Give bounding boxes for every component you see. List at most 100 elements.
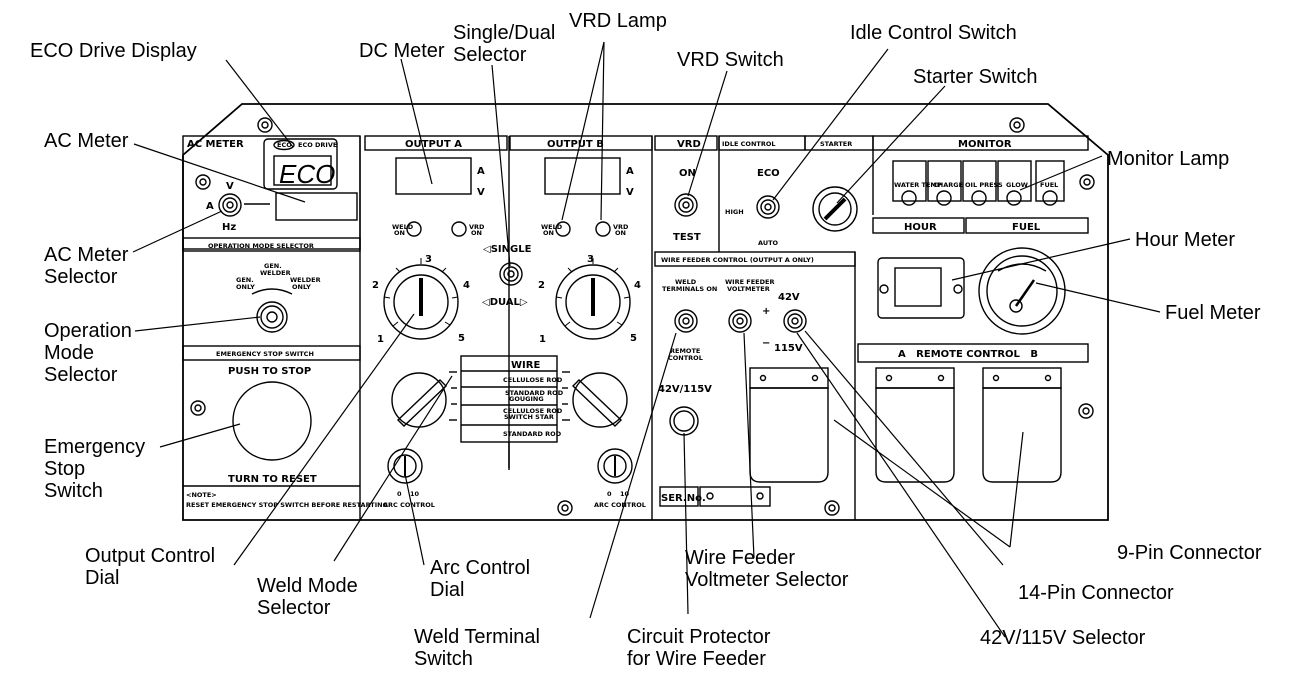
callout-starter-switch: Starter Switch — [913, 66, 1038, 88]
ser-no-box — [659, 486, 699, 507]
callout-single-dual-selector: Single/Dual Selector — [453, 22, 556, 66]
meter-a-unit-b: A — [626, 166, 634, 177]
note-title: <NOTE> — [186, 491, 217, 499]
vrd-on-lamp-a — [451, 221, 467, 237]
mode-cellulose-label: CELLULOSE ROD — [503, 376, 563, 384]
output-a-header: OUTPUT A — [405, 139, 462, 150]
mode-standard-label: STANDARD ROD — [503, 430, 562, 438]
callout-ac-meter: AC Meter — [44, 130, 129, 152]
nine-pin-connector-a — [875, 367, 955, 483]
gen-welder-label: GEN.WELDER — [260, 262, 291, 277]
fuel-meter — [978, 247, 1066, 335]
idle-high-label: HIGH — [725, 208, 744, 216]
eco-badge-label: ECO — [277, 141, 292, 149]
hour-header — [872, 217, 965, 234]
meter-a-unit-a: A — [477, 166, 485, 177]
weld-mode-table — [460, 355, 558, 468]
callout-operation-mode-selector: Operation Mode Selector — [44, 320, 132, 386]
arc-control-label-b: ARC CONTROL — [594, 501, 646, 509]
dial-b-4: 4 — [634, 280, 641, 291]
meter-v-unit-b: V — [626, 187, 634, 198]
mounting-screw-icon — [195, 174, 211, 190]
emergency-stop-button — [232, 381, 312, 461]
v115-label: 115V — [774, 343, 803, 354]
remote-control-header — [857, 343, 1089, 363]
output-control-dial-a — [383, 258, 459, 340]
fuel-header — [965, 217, 1089, 234]
emergency-stop-header: EMERGENCY STOP SWITCH — [216, 350, 314, 358]
vrd-switch-toggle — [674, 193, 698, 217]
callout-fuel-meter: Fuel Meter — [1165, 302, 1261, 324]
vrd-on-lamp-b — [595, 221, 611, 237]
arc-control-dial-a — [387, 448, 423, 484]
nine-pin-connector-b — [982, 367, 1062, 483]
callout-emergency-stop-switch: Emergency Stop Switch — [44, 436, 146, 502]
weld-mode-selector-b — [562, 371, 628, 428]
single-label: ◁SINGLE — [483, 244, 532, 255]
mounting-screw-icon — [824, 500, 840, 516]
dc-meter-a-window — [395, 157, 472, 195]
wire-feeder-header-label: WIRE FEEDER CONTROL (OUTPUT A ONLY) — [661, 256, 814, 264]
callout-fourteen-pin-connector: 14-Pin Connector — [1018, 582, 1174, 604]
fuel-header-label: FUEL — [1012, 222, 1041, 233]
callout-weld-terminal-switch: Weld Terminal Switch — [414, 626, 540, 670]
callout-42v-115v-selector: 42V/115V Selector — [980, 627, 1146, 649]
mounting-screw-icon — [1079, 174, 1095, 190]
ac-meter-selector-toggle — [218, 193, 242, 217]
vrd-on-label: ON — [679, 168, 696, 179]
ac-v-label: V — [226, 181, 234, 192]
mode-wire-label: WIRE — [511, 360, 540, 371]
callout-weld-mode-selector: Weld Mode Selector — [257, 575, 358, 619]
monitor-lamp-5-label: FUEL — [1040, 181, 1058, 189]
weld-terminals-toggle — [674, 309, 698, 333]
ac-meter-window — [275, 192, 358, 221]
leader-lines — [132, 41, 1161, 638]
vrd-test-label: TEST — [673, 232, 701, 243]
callout-wire-feeder-voltmeter-selector: Wire Feeder Voltmeter Selector — [685, 547, 849, 591]
meter-v-unit-a: V — [477, 187, 485, 198]
mounting-screw-icon — [1009, 117, 1025, 133]
callout-eco-drive-display: ECO Drive Display — [30, 40, 197, 62]
callout-vrd-lamp: VRD Lamp — [569, 10, 667, 32]
idle-auto-label: AUTO — [758, 239, 779, 247]
arc-a-10: 10 — [410, 490, 420, 498]
remote-ab-label: A REMOTE CONTROL B — [898, 349, 1038, 360]
monitor-header — [872, 135, 1089, 151]
gen-only-label: GEN.ONLY — [236, 276, 255, 291]
mounting-screw-icon — [257, 117, 273, 133]
weld-on-lamp-a — [406, 221, 422, 237]
vrd-header: VRD — [677, 139, 701, 150]
single-dual-toggle — [499, 262, 523, 286]
eco-drive-display — [263, 138, 338, 190]
callout-output-control-dial: Output Control Dial — [85, 545, 216, 589]
mounting-screw-icon — [557, 500, 573, 516]
weld-on-lamp-b — [555, 221, 571, 237]
dial-b-5: 5 — [630, 333, 637, 344]
callout-hour-meter: Hour Meter — [1135, 229, 1236, 251]
dial-a-1: 1 — [377, 334, 384, 345]
output-a-section — [364, 135, 508, 151]
turn-to-reset-label: TURN TO RESET — [228, 474, 317, 485]
arc-a-0: 0 — [397, 490, 402, 498]
mounting-screw-icon — [1078, 403, 1094, 419]
hour-header-label: HOUR — [904, 222, 937, 233]
callout-monitor-lamp: Monitor Lamp — [1107, 148, 1230, 170]
output-control-dial-b — [555, 258, 631, 340]
callout-arc-control-dial: Arc Control Dial — [430, 557, 531, 601]
dial-a-2: 2 — [372, 280, 379, 291]
eco-drive-label: ECO DRIVE — [298, 141, 337, 149]
monitor-lamp-1-label: WATER TEMP — [894, 181, 942, 189]
callout-circuit-protector: Circuit Protector for Wire Feeder — [627, 626, 771, 670]
operation-mode-knob — [251, 288, 293, 333]
monitor-lamps — [892, 160, 1065, 206]
monitor-lamp-3-label: OIL PRESS — [965, 181, 1003, 189]
